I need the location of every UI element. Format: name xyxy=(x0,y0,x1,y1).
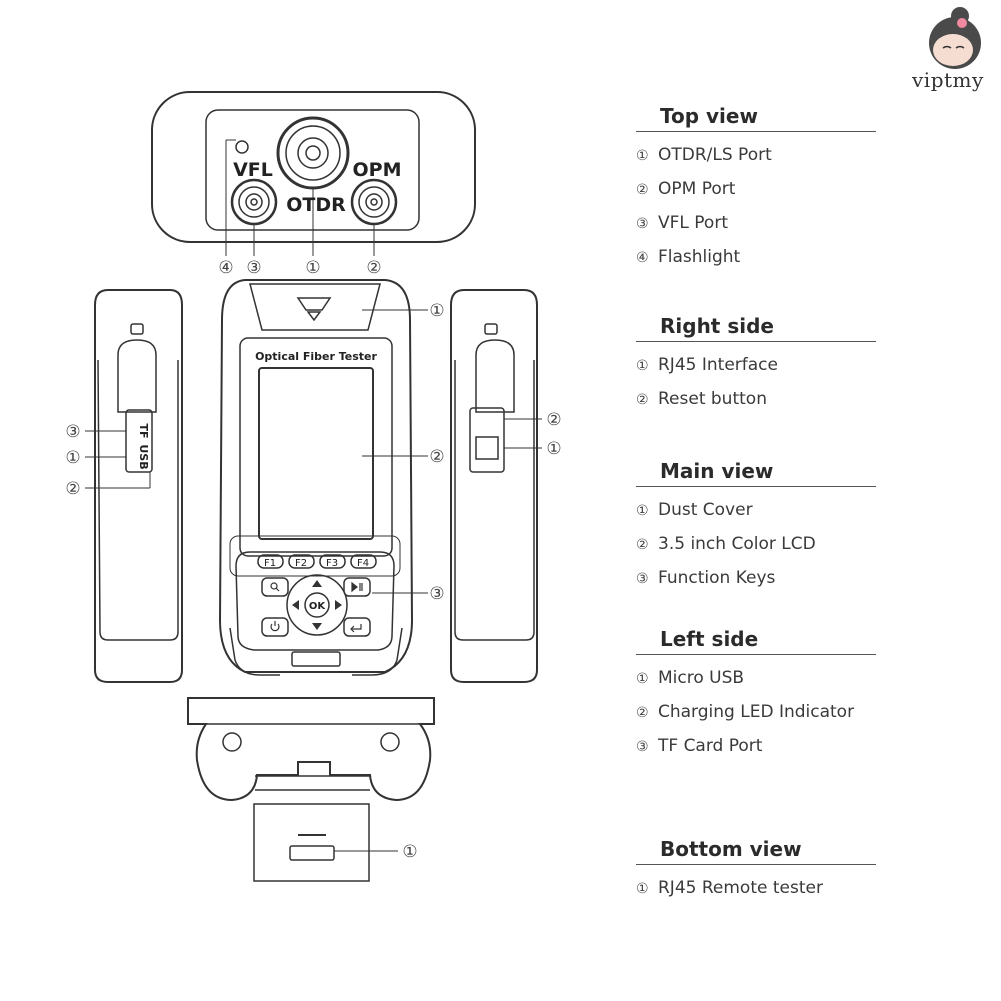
key-f2-frame xyxy=(288,554,315,569)
vfl-label: VFL xyxy=(233,159,273,181)
otdr-label: OTDR xyxy=(286,194,346,216)
key-icons xyxy=(270,581,363,633)
legend-title: Top view xyxy=(636,101,876,132)
callout-top-3: ③ xyxy=(246,258,261,278)
rj45-interface-icon xyxy=(475,436,499,460)
vfl-port-icon xyxy=(230,178,278,226)
key-f4: F4 xyxy=(357,558,369,569)
callout-top-4: ④ xyxy=(218,258,233,278)
callout-left-1: ① xyxy=(65,448,80,468)
dust-cover-icon xyxy=(296,297,332,322)
right-side-port-panel xyxy=(469,407,505,473)
left-side-body xyxy=(94,289,183,683)
key-f3-frame xyxy=(319,554,346,569)
screen-title: Optical Fiber Tester xyxy=(255,350,377,363)
right-side-view xyxy=(450,289,542,683)
key-f1: F1 xyxy=(264,558,276,569)
left-arrow-icon xyxy=(292,600,299,610)
callout-top-2: ② xyxy=(366,258,381,278)
bottom-view xyxy=(187,697,435,882)
rj45-remote-tester xyxy=(253,803,370,882)
callout-left-3: ③ xyxy=(65,422,80,442)
back-key xyxy=(343,617,371,637)
legend-title: Bottom view xyxy=(636,834,876,865)
callout-top-1: ① xyxy=(305,258,320,278)
ok-key xyxy=(304,592,330,618)
ok-key-label: OK xyxy=(309,601,327,612)
top-view xyxy=(151,91,476,256)
dpad xyxy=(286,574,348,636)
callout-right-1: ① xyxy=(546,439,561,459)
opm-label: OPM xyxy=(353,159,402,181)
left-side-port-panel xyxy=(125,409,153,473)
power-key xyxy=(261,617,289,637)
legend-title: Right side xyxy=(636,311,876,342)
callout-bottom-1: ① xyxy=(402,842,417,862)
up-arrow-icon xyxy=(312,580,322,587)
usb-label: USB xyxy=(137,444,150,469)
left-side-view xyxy=(85,289,183,683)
key-f3: F3 xyxy=(326,558,338,569)
callout-main-1: ① xyxy=(429,301,444,321)
lcd-screen xyxy=(258,367,374,540)
opm-port-icon xyxy=(350,178,398,226)
tf-label: TF xyxy=(137,423,150,438)
callout-right-2: ② xyxy=(546,410,561,430)
bottom-view-body xyxy=(187,697,435,802)
play-pause-key xyxy=(343,577,371,597)
callout-left-2: ② xyxy=(65,479,80,499)
right-arrow-icon xyxy=(335,600,342,610)
dust-cover xyxy=(249,283,381,331)
brand-mascot-icon xyxy=(929,7,981,69)
search-key xyxy=(261,577,289,597)
key-f1-frame xyxy=(257,554,284,569)
brand-watermark: viptmy xyxy=(912,68,984,92)
callout-main-3: ③ xyxy=(429,584,444,604)
main-view xyxy=(218,279,428,676)
otdr-port-icon xyxy=(276,116,350,190)
right-side-body xyxy=(450,289,538,683)
rj45-remote-port-icon xyxy=(289,845,335,861)
legend-title: Main view xyxy=(636,456,876,487)
down-arrow-icon xyxy=(312,623,322,630)
main-body xyxy=(218,279,414,673)
key-f2: F2 xyxy=(295,558,307,569)
flashlight-icon xyxy=(235,140,249,154)
keypad-area xyxy=(235,551,395,651)
legend-title: Left side xyxy=(636,624,876,655)
callout-main-2: ② xyxy=(429,447,444,467)
key-f4-frame xyxy=(350,554,377,569)
